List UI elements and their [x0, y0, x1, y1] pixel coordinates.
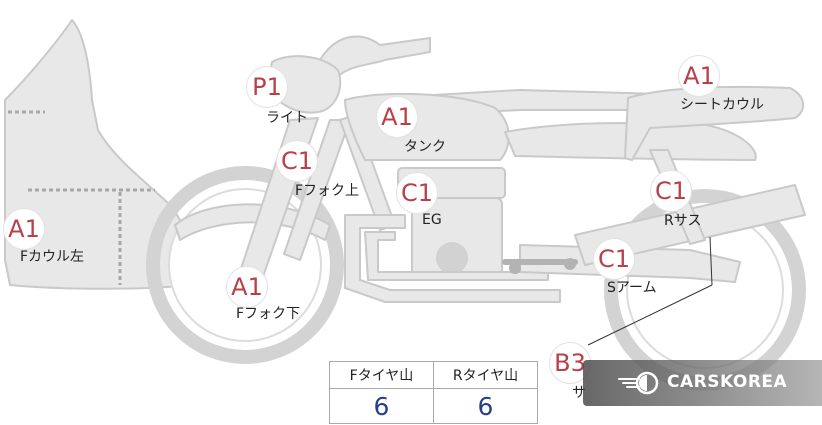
front-tire-value: 6	[329, 388, 434, 424]
front-cowl-shape	[4, 19, 192, 290]
handlebar-shape	[319, 35, 431, 81]
grade-front-cowl-left: A1	[3, 208, 45, 250]
front-tire-header: Fタイヤ山	[329, 361, 434, 389]
grade-light: P1	[246, 66, 288, 108]
watermark: CARSKOREA	[583, 360, 822, 406]
label-swing-arm: Sアーム	[607, 280, 657, 296]
front-wheel	[146, 166, 344, 364]
label-engine: EG	[422, 212, 442, 228]
label-front-cowl-left: Fカウル左	[20, 249, 85, 265]
grade-tank: A1	[376, 96, 418, 138]
tire-tread-table: Fタイヤ山 Rタイヤ山 6 6	[329, 361, 538, 424]
front-fender-shape	[174, 203, 331, 241]
label-fork-upper: Fフォク上	[295, 183, 360, 199]
label-rear-shock: Rサス	[664, 213, 702, 229]
grade-fork-upper: C1	[276, 140, 318, 182]
label-seat-cowl: シートカウル	[680, 97, 764, 113]
exhaust-pipe-shape	[344, 214, 561, 303]
label-fork-lower: Fフォク下	[236, 306, 301, 322]
label-side: サ	[572, 385, 586, 401]
grade-seat-cowl: A1	[678, 55, 720, 97]
grade-swing-arm: C1	[593, 238, 635, 280]
grade-fork-lower: A1	[226, 266, 268, 308]
rear-tire-header: Rタイヤ山	[433, 361, 538, 389]
carskorea-logo-icon	[618, 371, 659, 395]
rear-tire-value: 6	[433, 388, 538, 424]
watermark-text: CARSKOREA	[667, 372, 788, 392]
label-light: ライト	[266, 110, 308, 126]
grade-engine: C1	[396, 172, 438, 214]
grade-rear-shock: C1	[650, 170, 692, 212]
label-tank: タンク	[404, 139, 446, 155]
